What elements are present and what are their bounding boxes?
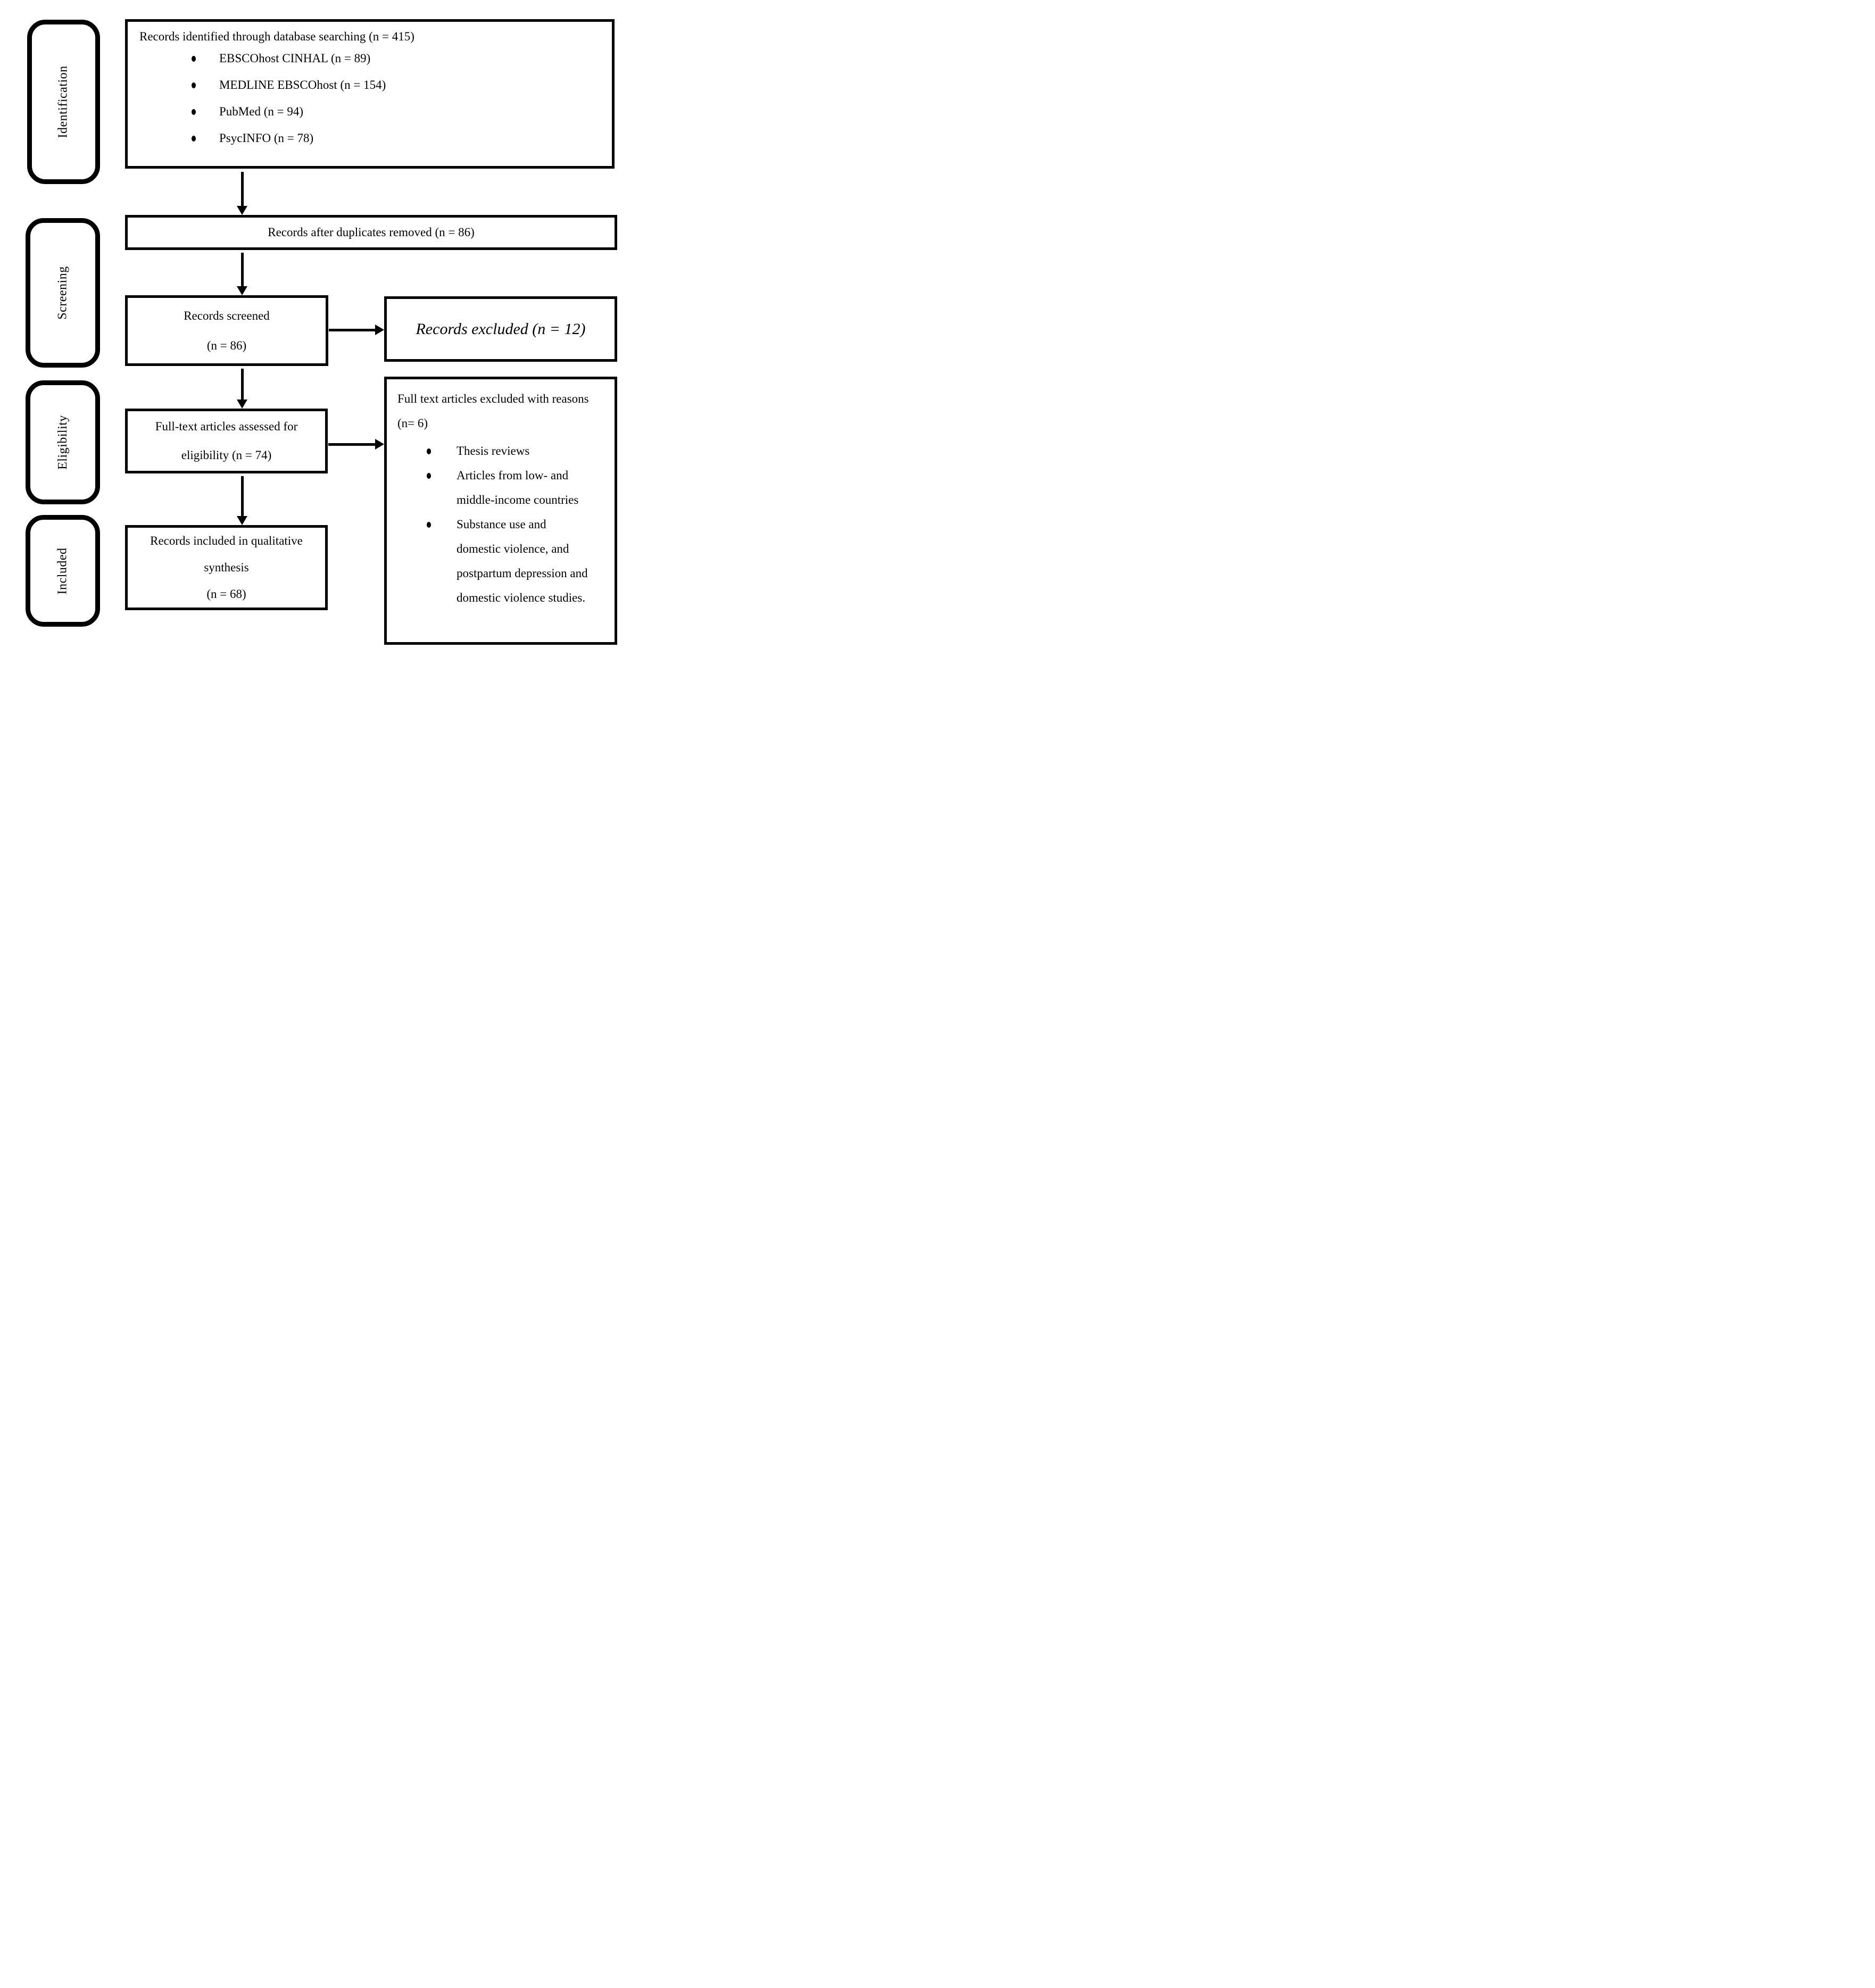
source-psycinfo: PsycINFO (n = 78)	[219, 131, 314, 145]
stage-identification-label: Identification	[56, 65, 70, 138]
stage-identification: Identification	[27, 20, 100, 184]
arrow-fulltext-to-reasons	[328, 435, 384, 453]
list-item: EBSCOhost CINHAL (n = 89)	[192, 45, 600, 72]
arrow-down-icon	[237, 286, 247, 295]
list-item: Substance use and domestic violence, and…	[427, 512, 604, 610]
arrow-right-icon	[375, 325, 384, 335]
arrow-down-icon	[237, 206, 247, 215]
reason-low-middle-income: Articles from low- and middle-income cou…	[457, 469, 579, 506]
arrow-identified-to-duplicates	[233, 172, 251, 215]
duplicates-removed-text: Records after duplicates removed (n = 86…	[268, 226, 475, 239]
arrow-line	[329, 328, 375, 331]
fulltext-excluded-title: Full text articles excluded with reasons…	[397, 392, 589, 430]
arrow-down-icon	[237, 516, 247, 525]
arrow-screened-to-fulltext	[233, 369, 251, 409]
prisma-flow-diagram: Identification Screening Eligibility Inc…	[0, 0, 625, 663]
arrow-fulltext-to-included	[233, 476, 251, 525]
bullet-icon	[427, 473, 431, 479]
fulltext-excluded-box: Full text articles excluded with reasons…	[384, 377, 617, 645]
arrow-line	[240, 253, 244, 286]
stage-eligibility: Eligibility	[26, 380, 100, 504]
records-screened-text: Records screened (n = 86)	[184, 309, 270, 352]
stage-eligibility-label: Eligibility	[55, 415, 70, 470]
arrow-down-icon	[237, 400, 247, 409]
arrow-right-icon	[375, 439, 384, 450]
bullet-icon	[192, 135, 196, 142]
fulltext-assessed-box: Full-text articles assessed for eligibil…	[125, 409, 328, 473]
bullet-icon	[192, 109, 196, 115]
reason-substance-use: Substance use and domestic violence, and…	[457, 518, 588, 604]
list-item: PsycINFO (n = 78)	[192, 125, 600, 152]
arrow-line	[240, 172, 244, 206]
records-identified-title: Records identified through database sear…	[139, 30, 414, 43]
reason-thesis-reviews: Thesis reviews	[457, 444, 530, 458]
arrow-duplicates-to-screened	[233, 253, 251, 295]
arrow-line	[240, 476, 244, 516]
list-item: PubMed (n = 94)	[192, 98, 600, 125]
arrow-line	[328, 443, 375, 446]
fulltext-assessed-text: Full-text articles assessed for eligibil…	[155, 420, 298, 462]
included-synthesis-box: Records included in qualitative synthesi…	[125, 525, 328, 610]
records-screened-box: Records screened (n = 86)	[125, 295, 328, 366]
included-synthesis-text: Records included in qualitative synthesi…	[150, 534, 303, 601]
stage-screening-label: Screening	[55, 266, 70, 320]
stage-screening: Screening	[26, 218, 100, 368]
stage-included: Included	[26, 515, 100, 627]
source-medline-ebscohost: MEDLINE EBSCOhost (n = 154)	[219, 78, 386, 92]
exclusion-reason-list: Thesis reviews Articles from low- and mi…	[397, 439, 604, 610]
stage-included-label: Included	[55, 547, 70, 594]
source-ebscohost-cinhal: EBSCOhost CINHAL (n = 89)	[219, 52, 371, 65]
bullet-icon	[427, 522, 431, 528]
database-source-list: EBSCOhost CINHAL (n = 89) MEDLINE EBSCOh…	[139, 45, 600, 152]
source-pubmed: PubMed (n = 94)	[219, 105, 303, 118]
bullet-icon	[192, 82, 196, 88]
list-item: Thesis reviews	[427, 439, 604, 463]
records-identified-box: Records identified through database sear…	[125, 19, 615, 169]
records-excluded-box: Records excluded (n = 12)	[384, 296, 617, 362]
bullet-icon	[427, 448, 431, 454]
list-item: Articles from low- and middle-income cou…	[427, 463, 604, 512]
bullet-icon	[192, 55, 196, 62]
records-excluded-text: Records excluded (n = 12)	[416, 320, 586, 338]
arrow-screened-to-excluded	[329, 321, 384, 339]
duplicates-removed-box: Records after duplicates removed (n = 86…	[125, 215, 617, 250]
arrow-line	[240, 369, 244, 400]
list-item: MEDLINE EBSCOhost (n = 154)	[192, 72, 600, 98]
